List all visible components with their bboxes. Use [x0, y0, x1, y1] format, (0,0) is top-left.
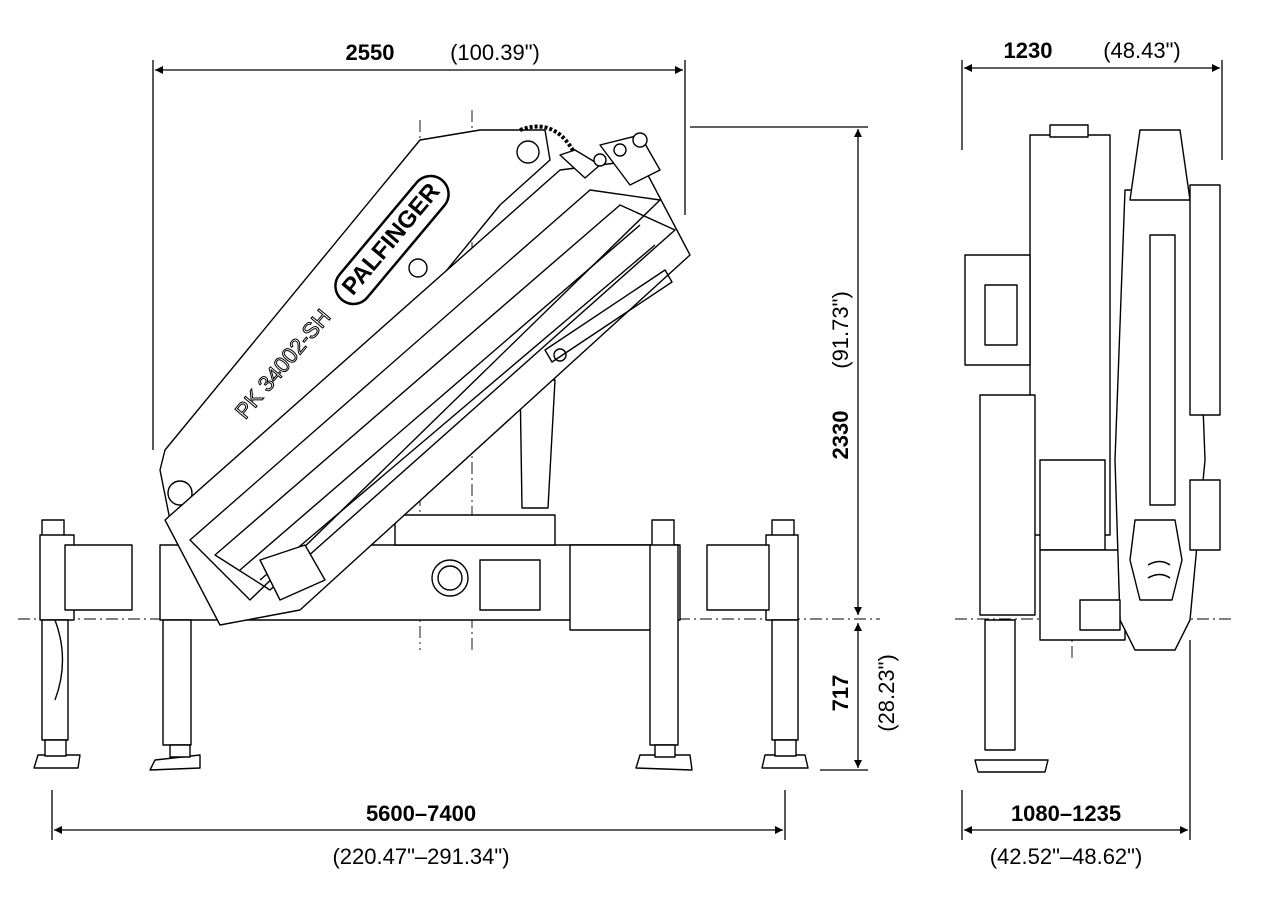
dim-below-mm: 717	[828, 675, 853, 712]
left-outrigger-leg	[33, 519, 133, 769]
dim-front-width-mm: 1230	[1004, 38, 1053, 63]
dimension-lines-side	[51, 60, 868, 840]
dim-width-mm: 2550	[346, 40, 395, 65]
dim-height-mm: 2330	[828, 411, 853, 460]
dim-below-in: (28.23")	[874, 654, 899, 732]
dimension-lines-front	[961, 60, 1223, 840]
brand-logo	[334, 174, 450, 306]
crane-front-view	[964, 124, 1221, 773]
extension-booms	[164, 132, 691, 626]
dim-span-mm: 5600–7400	[366, 801, 476, 826]
dim-front-width-in: (48.43")	[1103, 38, 1181, 63]
dim-span-in: (220.47"–291.34")	[332, 844, 509, 869]
crane-side-view	[33, 124, 809, 771]
dim-width-in: (100.39")	[450, 40, 540, 65]
dim-front-base-in: (42.52"–48.62")	[990, 844, 1143, 869]
dim-height-in: (91.73")	[828, 291, 853, 369]
dim-front-base-mm: 1080–1235	[1011, 801, 1121, 826]
right-outrigger-leg	[706, 519, 809, 769]
